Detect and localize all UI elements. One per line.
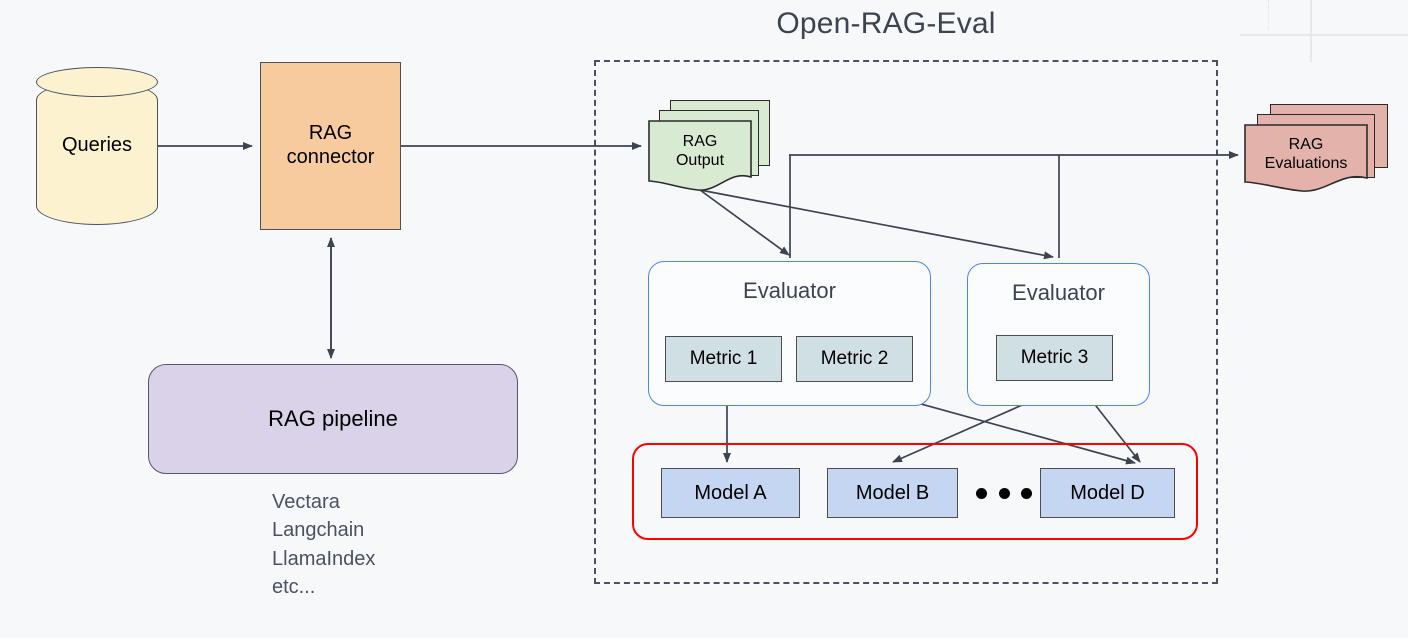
cylinder-top bbox=[36, 67, 158, 97]
rag-connector-label-line2: connector bbox=[286, 146, 375, 168]
rag-evaluations-document-stack: RAG Evaluations bbox=[1244, 104, 1394, 194]
pipeline-framework-item: LlamaIndex bbox=[272, 547, 376, 570]
rag-connector-node: RAG connector bbox=[260, 62, 401, 230]
ellipsis-dot bbox=[998, 487, 1010, 499]
metric-2-box: Metric 2 bbox=[796, 336, 913, 382]
ellipsis-dot bbox=[1021, 487, 1032, 499]
ellipsis-dot bbox=[976, 487, 987, 499]
rag-output-label-line2: Output bbox=[675, 152, 725, 169]
rag-pipeline-label: RAG pipeline bbox=[268, 406, 398, 432]
queries-label: Queries bbox=[61, 134, 133, 157]
model-ellipsis-icon bbox=[976, 481, 1032, 505]
open-rag-eval-boundary bbox=[594, 60, 1218, 584]
diagram-title: Open-RAG-Eval bbox=[776, 7, 996, 40]
document-sheet-front bbox=[1244, 124, 1368, 194]
pipeline-framework-item: Vectara bbox=[272, 491, 340, 513]
evaluator-1-node: Evaluator bbox=[648, 261, 931, 406]
evaluator-2-title: Evaluator bbox=[1012, 280, 1105, 305]
model-b-box: Model B bbox=[827, 468, 958, 518]
models-group-boundary bbox=[632, 443, 1198, 540]
rag-output-label: RAG Output bbox=[648, 120, 752, 182]
rag-connector-label-line1: RAG bbox=[308, 122, 353, 145]
rag-evaluations-label: RAG Evaluations bbox=[1244, 124, 1368, 184]
metric-1-box: Metric 1 bbox=[665, 336, 782, 382]
canvas-guide-horizontal bbox=[1240, 34, 1408, 36]
evaluator-2-node: Evaluator bbox=[967, 263, 1150, 406]
queries-datastore: Queries bbox=[36, 67, 158, 225]
canvas-guide-dotted bbox=[1268, 0, 1270, 30]
metric-3-box: Metric 3 bbox=[996, 335, 1113, 381]
pipeline-framework-list: Vectara Langchain LlamaIndex etc... bbox=[272, 488, 502, 602]
rag-output-document-stack: RAG Output bbox=[648, 100, 776, 192]
pipeline-framework-item: Langchain bbox=[272, 519, 365, 542]
rag-evaluations-label-line2: Evaluations bbox=[1264, 155, 1348, 172]
model-d-box: Model D bbox=[1040, 468, 1175, 518]
document-sheet-front bbox=[648, 120, 752, 192]
canvas-guide-vertical bbox=[1310, 0, 1312, 62]
evaluator-1-title: Evaluator bbox=[743, 278, 836, 303]
rag-evaluations-label-line1: RAG bbox=[1288, 135, 1324, 153]
rag-output-label-line1: RAG bbox=[682, 132, 718, 150]
rag-pipeline-node: RAG pipeline bbox=[148, 364, 518, 474]
model-a-box: Model A bbox=[661, 468, 800, 518]
pipeline-framework-item: etc... bbox=[272, 576, 316, 599]
